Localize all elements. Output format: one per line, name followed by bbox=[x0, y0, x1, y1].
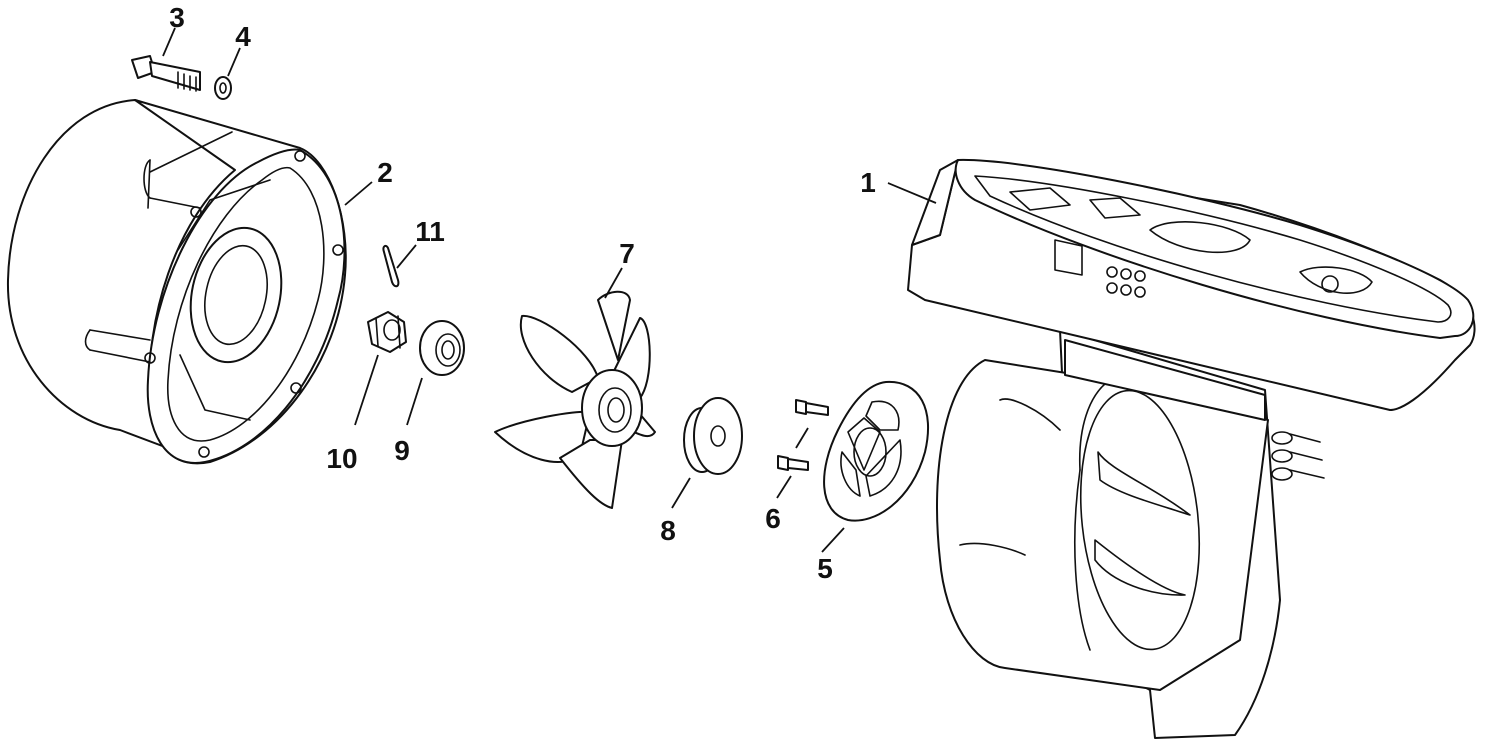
callout-5: 5 bbox=[817, 553, 833, 584]
callout-6: 6 bbox=[765, 503, 781, 534]
callout-7: 7 bbox=[619, 238, 635, 269]
cotter-pin-part bbox=[382, 244, 400, 288]
callout-3: 3 bbox=[169, 2, 185, 33]
callout-labels: 1 2 3 4 5 6 7 8 9 10 11 bbox=[169, 2, 876, 584]
callout-1: 1 bbox=[860, 167, 876, 198]
gear-housing-part bbox=[907, 158, 1476, 739]
callout-9: 9 bbox=[394, 435, 410, 466]
thrust-hub-part bbox=[683, 397, 743, 475]
callout-10: 10 bbox=[326, 443, 357, 474]
anode-plate-part bbox=[823, 380, 930, 522]
callout-8: 8 bbox=[660, 515, 676, 546]
leader-lines bbox=[162, 27, 937, 553]
spacer-part bbox=[419, 320, 465, 376]
washer-part bbox=[214, 76, 232, 100]
callout-2: 2 bbox=[377, 157, 393, 188]
castle-nut-part bbox=[367, 311, 407, 353]
callout-4: 4 bbox=[235, 21, 251, 52]
screw-parts bbox=[777, 399, 829, 471]
propeller-guard-part bbox=[6, 99, 347, 465]
callout-11: 11 bbox=[415, 216, 445, 247]
propeller-part bbox=[494, 290, 656, 509]
bolt-part bbox=[131, 55, 201, 92]
